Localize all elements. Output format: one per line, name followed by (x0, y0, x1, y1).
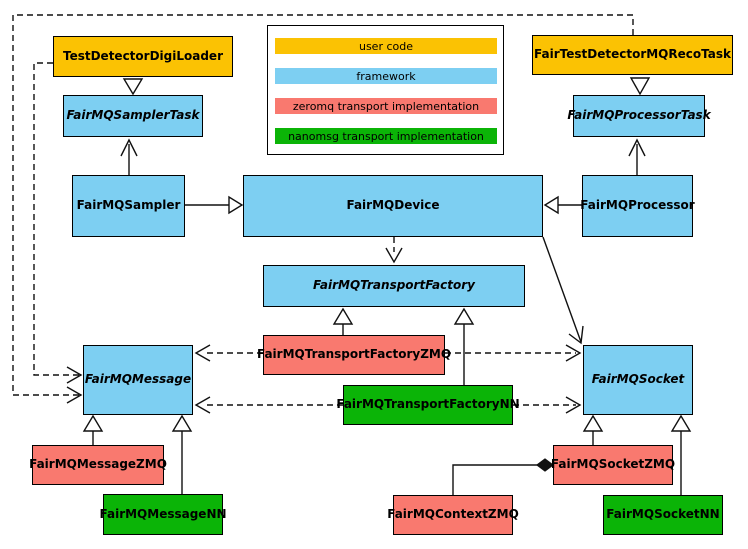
node-fairmq-transport-factory-nn: FairMQTransportFactoryNN (336, 385, 520, 425)
legend-item-nanomsg: nanomsg transport implementation (275, 128, 497, 144)
node-label: FairMQMessageZMQ (29, 457, 167, 472)
legend-item-user-code: user code (275, 38, 497, 54)
node-fairmq-sampler-task: FairMQSamplerTask (63, 95, 203, 137)
node-fair-test-detector-mq-reco-task: FairTestDetectorMQRecoTask (532, 35, 733, 75)
legend-item-zeromq: zeromq transport implementation (275, 98, 497, 114)
node-label: FairMQSocketNN (606, 507, 720, 522)
node-fairmq-transport-factory: FairMQTransportFactory (263, 265, 525, 307)
node-label: FairMQProcessorTask (567, 108, 711, 123)
node-fairmq-message-zmq: FairMQMessageZMQ (29, 445, 167, 485)
edge-processor-processortask (628, 138, 646, 175)
edge-factorynn-message (194, 396, 343, 414)
edge-messagenn-message (171, 414, 193, 494)
node-label: FairTestDetectorMQRecoTask (534, 47, 731, 62)
legend-label: nanomsg transport implementation (288, 129, 484, 143)
node-fairmq-socket-zmq: FairMQSocketZMQ (550, 445, 676, 485)
legend-label: zeromq transport implementation (292, 99, 480, 113)
node-fairmq-processor: FairMQProcessor (580, 175, 695, 237)
edge-factoryzmq-factory (332, 307, 354, 335)
edge-factoryzmq-socket (445, 344, 582, 362)
node-fairmq-device: FairMQDevice (243, 175, 543, 237)
edge-device-transportfactory (385, 237, 403, 264)
edge-factorynn-socket (513, 396, 582, 414)
node-label: FairMQMessage (84, 372, 192, 387)
edge-sampler-samplertask (120, 138, 138, 175)
legend-item-framework: framework (275, 68, 497, 84)
node-label: FairMQProcessor (580, 198, 695, 213)
edge-factorynn-factory (453, 307, 475, 385)
node-label: FairMQSampler (76, 198, 181, 213)
node-fairmq-processor-task: FairMQProcessorTask (567, 95, 711, 137)
node-fairmq-context-zmq: FairMQContextZMQ (387, 495, 519, 535)
legend: user code framework zeromq transport imp… (267, 25, 504, 155)
edge-recotask-processortask (629, 77, 651, 96)
edge-digiloader-message (33, 62, 83, 384)
legend-label: framework (356, 69, 416, 83)
node-fairmq-message-nn: FairMQMessageNN (99, 494, 227, 535)
node-fairmq-socket: FairMQSocket (583, 345, 693, 415)
node-label: FairMQDevice (346, 198, 440, 213)
edge-socketzmq-socket (582, 414, 604, 445)
edge-factoryzmq-message (194, 344, 263, 362)
node-label: FairMQTransportFactoryNN (336, 397, 520, 412)
node-label: FairMQTransportFactoryZMQ (256, 347, 452, 362)
node-test-detector-digi-loader: TestDetectorDigiLoader (53, 36, 233, 77)
edge-socketnn-socket (670, 414, 692, 495)
node-label: TestDetectorDigiLoader (62, 48, 223, 63)
edge-processor-device (543, 195, 582, 215)
edge-contextzmq-socketzmq (452, 458, 554, 495)
legend-label: user code (358, 39, 414, 53)
node-label: FairMQTransportFactory (313, 278, 475, 293)
node-fairmq-sampler: FairMQSampler (72, 175, 185, 237)
node-label: FairMQSocket (591, 372, 685, 387)
node-label: FairMQSocketZMQ (550, 457, 676, 472)
edge-messagezmq-message (82, 414, 104, 445)
edge-digiloader-samplertask (122, 78, 144, 96)
node-fairmq-message: FairMQMessage (83, 345, 193, 415)
node-label: FairMQContextZMQ (387, 507, 519, 522)
edge-device-socket (542, 236, 584, 345)
node-fairmq-socket-nn: FairMQSocketNN (603, 495, 723, 535)
node-fairmq-transport-factory-zmq: FairMQTransportFactoryZMQ (257, 335, 451, 375)
edge-sampler-device (185, 195, 244, 215)
node-label: FairMQMessageNN (99, 506, 227, 521)
edge-recotask-message (12, 14, 634, 404)
node-label: FairMQSamplerTask (66, 108, 200, 123)
